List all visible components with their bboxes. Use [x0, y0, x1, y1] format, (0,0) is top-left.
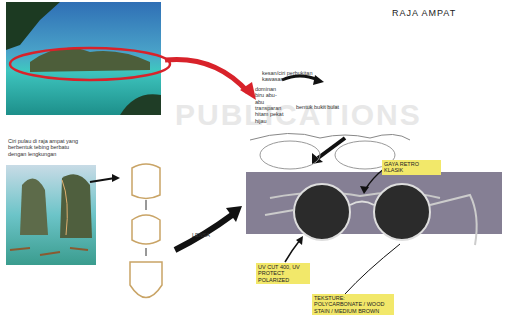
- arrow: [146, 200, 147, 210]
- callout-box: TEKSTURE: POLYCARBONATE / WOOD STAIN / M…: [312, 294, 394, 315]
- glasses-sketch: [250, 133, 410, 140]
- arrowhead: [112, 174, 120, 182]
- red-arrowhead: [240, 82, 256, 100]
- callout-text: GAYA RETRO KLASIK: [384, 161, 439, 174]
- palm-shadow: [6, 2, 60, 50]
- cliff-outline: [62, 180, 67, 235]
- lens-shape: [130, 262, 162, 298]
- color-band: [246, 172, 502, 234]
- arrowhead: [360, 186, 369, 194]
- lens-shape: [132, 164, 160, 199]
- lens-label: LENSA: [192, 232, 210, 238]
- black-arrow: [175, 215, 232, 250]
- cliff-photo: [6, 165, 96, 265]
- callout-box: UV CUT 400, UV PROTECT POLARIZED: [256, 263, 310, 284]
- highlight-ellipse: [10, 48, 170, 80]
- bridge: [350, 202, 374, 206]
- cliff: [60, 174, 92, 238]
- arrowhead: [313, 75, 324, 85]
- note: kesan/ciri perbukitan kawasan: [262, 70, 332, 83]
- callout-text: TEKSTURE: POLYCARBONATE / WOOD STAIN / M…: [314, 295, 392, 314]
- black-arrow: [282, 76, 318, 80]
- red-arrow: [165, 59, 248, 92]
- boats: [10, 248, 88, 255]
- black-arrow: [90, 178, 115, 182]
- lens-shape: [132, 215, 160, 244]
- callout-box: GAYA RETRO KLASIK: [382, 160, 441, 175]
- dark-lens: [374, 184, 430, 240]
- arrowhead: [296, 236, 303, 245]
- arrowhead: [312, 153, 323, 164]
- note: Ciri pulau di raja ampat yang berbentuk …: [8, 138, 80, 157]
- leader-arrow: [285, 240, 300, 262]
- note: bentuk bukit bulat: [296, 104, 346, 110]
- temple: [265, 210, 294, 215]
- black-arrow: [318, 138, 345, 158]
- title: RAJA AMPAT: [392, 8, 456, 18]
- arrow: [146, 248, 147, 256]
- dark-lens: [294, 184, 350, 240]
- arrowhead: [226, 206, 242, 222]
- callout-text: UV CUT 400, UV PROTECT POLARIZED: [258, 264, 308, 283]
- temple: [430, 195, 477, 245]
- leader-line: [345, 244, 400, 294]
- foliage: [120, 94, 161, 115]
- cliff: [20, 179, 48, 235]
- watermark: PUBLICATIONS: [175, 98, 422, 133]
- color-list: dominan biru abu-abu transparan hitam pe…: [255, 86, 285, 124]
- glasses-sketch: [260, 141, 320, 169]
- island-photo: [6, 2, 161, 115]
